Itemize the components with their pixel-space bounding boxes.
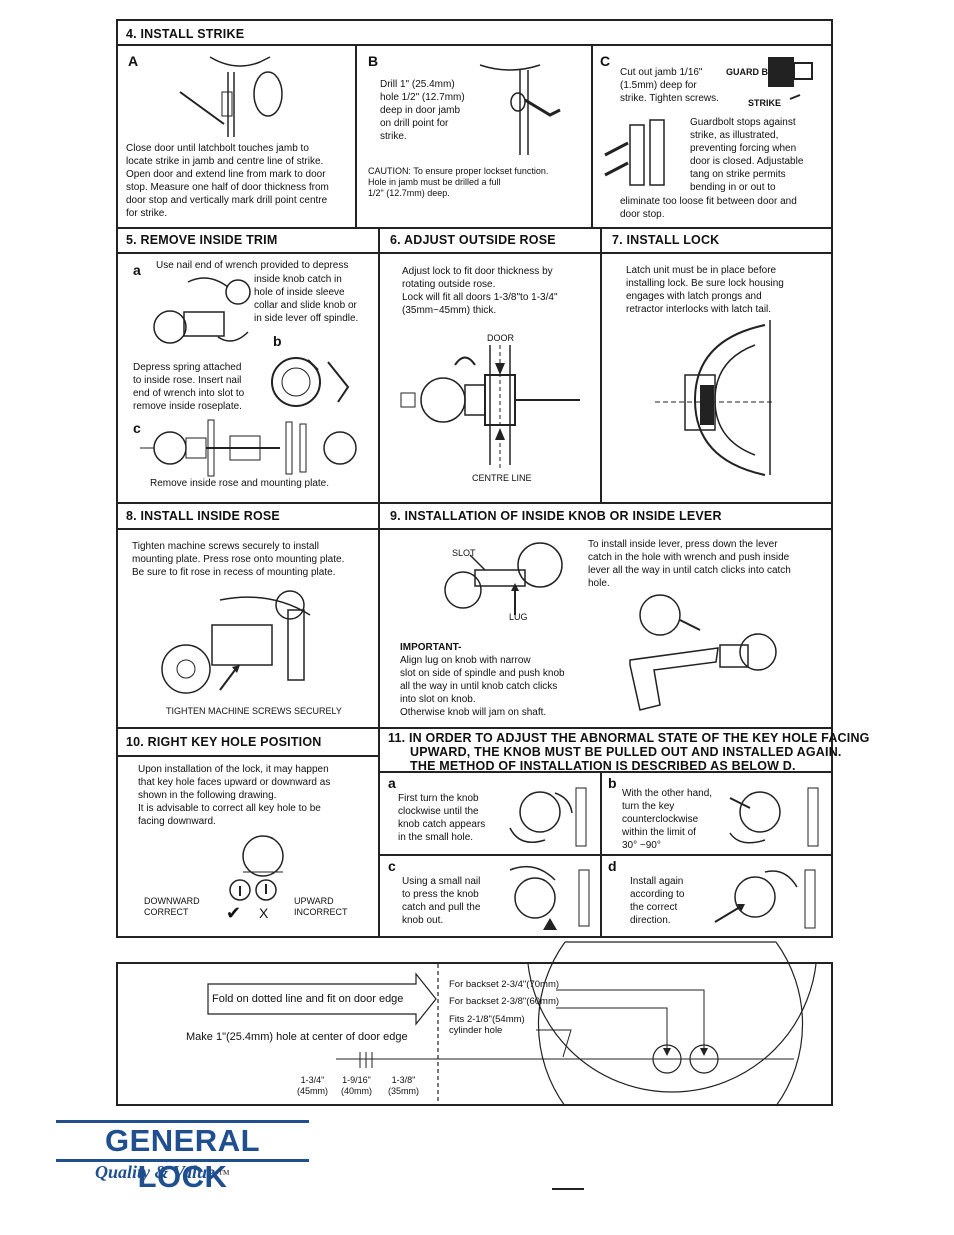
step-11c-text: Using a small nail to press the knob cat… <box>402 876 481 926</box>
important-title: IMPORTANT- <box>400 642 462 653</box>
fold-instruction: Fold on dotted line and fit on door edge <box>212 993 404 1005</box>
step-5c-text: Remove inside rose and mounting plate. <box>150 478 329 489</box>
step-4c-text1: Cut out jamb 1/16" (1.5mm) deep for stri… <box>620 67 719 104</box>
divider <box>116 502 833 504</box>
knob-install-illustration <box>444 542 563 615</box>
step-6-text: Adjust lock to fit door thickness by rot… <box>402 266 558 316</box>
x-icon: X <box>259 905 269 921</box>
step-5a-text2: inside knob catch in hole of inside slee… <box>254 274 359 324</box>
step-8-caption: TIGHTEN MACHINE SCREWS SECURELY <box>166 706 342 716</box>
door-jamb-illustration <box>179 56 283 137</box>
lock-housing-illustration <box>655 320 775 476</box>
step-4b-text: Drill 1" (25.4mm) hole 1/2" (12.7mm) dee… <box>380 79 465 142</box>
step-11-title: 11. IN ORDER TO ADJUST THE ABNORMAL STAT… <box>388 731 870 773</box>
lug-label: LUG <box>509 612 528 622</box>
inside-rose-illustration <box>271 357 350 407</box>
turn-key-illustration <box>729 787 819 847</box>
guardbolt-illustration <box>768 57 813 100</box>
step-6-title: 6. ADJUST OUTSIDE ROSE <box>390 233 556 247</box>
step-11a-text: First turn the knob clockwise until the … <box>398 793 486 843</box>
step-11d-letter: d <box>608 858 617 874</box>
strike-plate-illustration <box>604 119 665 186</box>
check-icon: ✔ <box>226 903 242 924</box>
step-8-title: 8. INSTALL INSIDE ROSE <box>126 509 280 523</box>
cylinder-hole-label: Fits 2-1/8"(54mm) cylinder hole <box>449 1014 525 1036</box>
divider <box>116 727 833 729</box>
exploded-trim-illustration <box>140 419 357 477</box>
dimension-45mm: 1-3/4" (45mm) <box>297 1075 328 1096</box>
step-7-title: 7. INSTALL LOCK <box>612 233 720 247</box>
divider <box>116 755 380 757</box>
turn-knob-illustration <box>509 787 587 847</box>
divider <box>600 771 602 938</box>
trademark-symbol: ™ <box>218 1167 230 1181</box>
step-11a-letter: a <box>388 775 396 791</box>
step-4c-text3: eliminate too loose fit between door and… <box>620 196 797 220</box>
step-4b-letter: B <box>368 53 379 69</box>
step-5b-text: Depress spring attached to inside rose. … <box>133 362 245 412</box>
step-10-title: 10. RIGHT KEY HOLE POSITION <box>126 735 322 749</box>
brand-tagline-text: Quality & Value <box>95 1162 216 1182</box>
important-text: Align lug on knob with narrow slot on si… <box>400 655 565 718</box>
brand-logo: GENERAL LOCK <box>56 1120 309 1194</box>
step-9-title: 9. INSTALLATION OF INSIDE KNOB OR INSIDE… <box>390 509 722 523</box>
outside-rose-illustration <box>400 345 580 470</box>
step-7-text: Latch unit must be in place before insta… <box>626 265 784 315</box>
divider <box>378 227 380 938</box>
step-5-title: 5. REMOVE INSIDE TRIM <box>126 233 278 247</box>
step-4a-letter: A <box>128 53 139 69</box>
lever-install-illustration <box>629 594 777 711</box>
backset-70mm-label: For backset 2-3/4"(70mm) <box>449 979 560 990</box>
door-label: DOOR <box>487 333 514 343</box>
step-11b-text: With the other hand, turn the key counte… <box>622 788 713 851</box>
step-4c-text2: Guardbolt stops against strike, as illus… <box>690 117 804 193</box>
step-5a-letter: a <box>133 262 141 278</box>
page-number-rule <box>552 1188 584 1190</box>
step-5c-letter: c <box>133 420 141 436</box>
key-hole-positions-illustration <box>229 835 284 901</box>
divider <box>380 771 833 773</box>
divider <box>116 44 833 46</box>
divider <box>116 227 833 229</box>
upward-label: UPWARD INCORRECT <box>294 896 348 917</box>
divider <box>355 44 357 227</box>
knob-removal-illustration <box>153 277 251 344</box>
backset-60mm-label: For backset 2-3/8"(60mm) <box>449 996 560 1007</box>
step-11b-letter: b <box>608 775 617 791</box>
dimension-35mm: 1-3/8" (35mm) <box>388 1075 419 1096</box>
mounting-plate-illustration <box>161 590 311 694</box>
step-4c-letter: C <box>600 53 611 69</box>
step-9-right-text: To install inside lever, press down the … <box>588 539 791 589</box>
step-5b-letter: b <box>273 333 282 349</box>
reinstall-knob-illustration <box>714 869 816 929</box>
drill-illustration <box>479 64 561 155</box>
hole-instruction: Make 1"(25.4mm) hole at center of door e… <box>186 1031 408 1043</box>
step-8-text: Tighten machine screws securely to insta… <box>132 541 345 578</box>
strike-label: STRIKE <box>748 98 782 108</box>
divider <box>591 44 593 227</box>
step-4-title: 4. INSTALL STRIKE <box>126 27 245 41</box>
step-5a-text1: Use nail end of wrench provided to depre… <box>156 260 349 271</box>
divider <box>600 227 602 502</box>
pull-knob-illustration <box>509 865 590 930</box>
step-11c-letter: c <box>388 858 396 874</box>
divider <box>116 528 833 530</box>
step-4a-text: Close door until latchbolt touches jamb … <box>126 143 329 219</box>
divider <box>380 854 833 856</box>
step-4b-caution: CAUTION: To ensure proper lockset functi… <box>368 166 549 198</box>
instruction-sheet <box>116 19 833 938</box>
drill-template <box>116 962 833 1106</box>
downward-label: DOWNWARD CORRECT <box>144 896 200 917</box>
template-drawing <box>207 941 817 1107</box>
centre-line-label: CENTRE LINE <box>472 473 532 483</box>
dimension-40mm: 1-9/16" (40mm) <box>341 1075 372 1096</box>
step-11d-text: Install again according to the correct d… <box>630 876 685 926</box>
divider <box>116 252 833 254</box>
slot-label: SLOT <box>452 548 476 558</box>
step-10-text: Upon installation of the lock, it may ha… <box>138 764 331 827</box>
